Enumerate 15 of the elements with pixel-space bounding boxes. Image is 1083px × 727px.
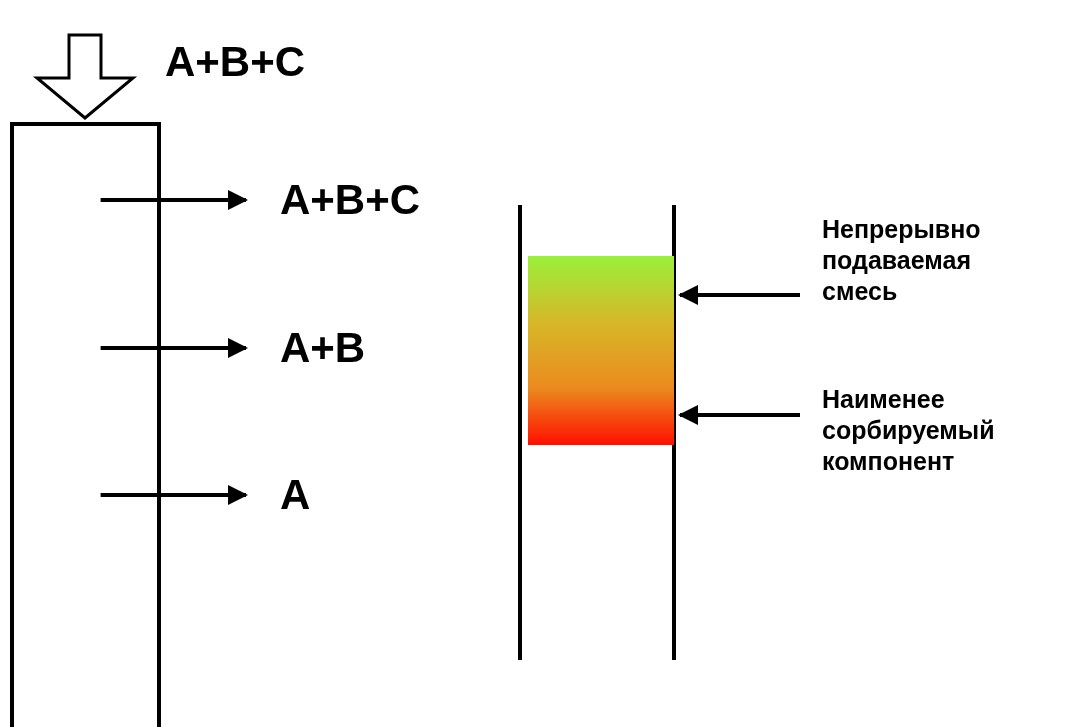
column-box xyxy=(10,122,161,727)
arrow xyxy=(100,338,248,358)
arrow xyxy=(100,190,248,210)
edge-label: A+B+C xyxy=(165,38,306,86)
arrow xyxy=(678,285,800,305)
output-label: A+B xyxy=(280,324,440,374)
effluent-label: Наименее сорбируемый компонент xyxy=(822,384,1077,480)
block-arrow xyxy=(32,33,138,120)
feed-label: Непрерывно подаваемая смесь xyxy=(822,214,1037,310)
output-label: A xyxy=(280,471,340,521)
arrow xyxy=(100,485,248,505)
arrow xyxy=(678,405,800,425)
output-label: A+B+C xyxy=(280,176,480,226)
column-tube xyxy=(518,205,676,660)
adsorption-zone-band xyxy=(528,256,674,445)
